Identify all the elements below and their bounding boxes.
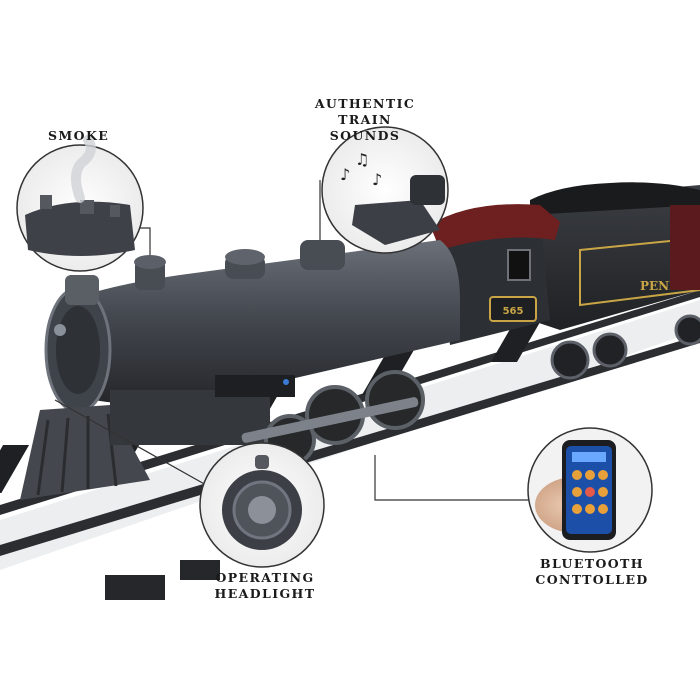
sounds-label: AUTHENTIC TRAIN SOUNDS bbox=[314, 96, 416, 143]
svg-text:♪: ♪ bbox=[340, 165, 350, 184]
svg-text:♪: ♪ bbox=[372, 170, 382, 189]
sounds-callout: ♪ ♫ ♪ bbox=[319, 126, 449, 254]
bluetooth-callout bbox=[374, 427, 653, 553]
smoke-label: SMOKE bbox=[48, 128, 110, 143]
bluetooth-label: BLUETOOTH CONTTOLLED bbox=[535, 556, 649, 587]
tender-car: PENNSYL bbox=[530, 182, 700, 380]
svg-text:♫: ♫ bbox=[355, 150, 369, 169]
headlight-callout bbox=[54, 399, 325, 568]
locomotive-body bbox=[20, 240, 460, 500]
cab-number: 565 bbox=[503, 306, 524, 317]
smoke-callout bbox=[16, 135, 151, 272]
locomotive-cab: 565 bbox=[430, 204, 560, 345]
drive-wheels bbox=[241, 370, 425, 466]
headlight-label: OPERATING HEADLIGHT bbox=[214, 570, 316, 601]
